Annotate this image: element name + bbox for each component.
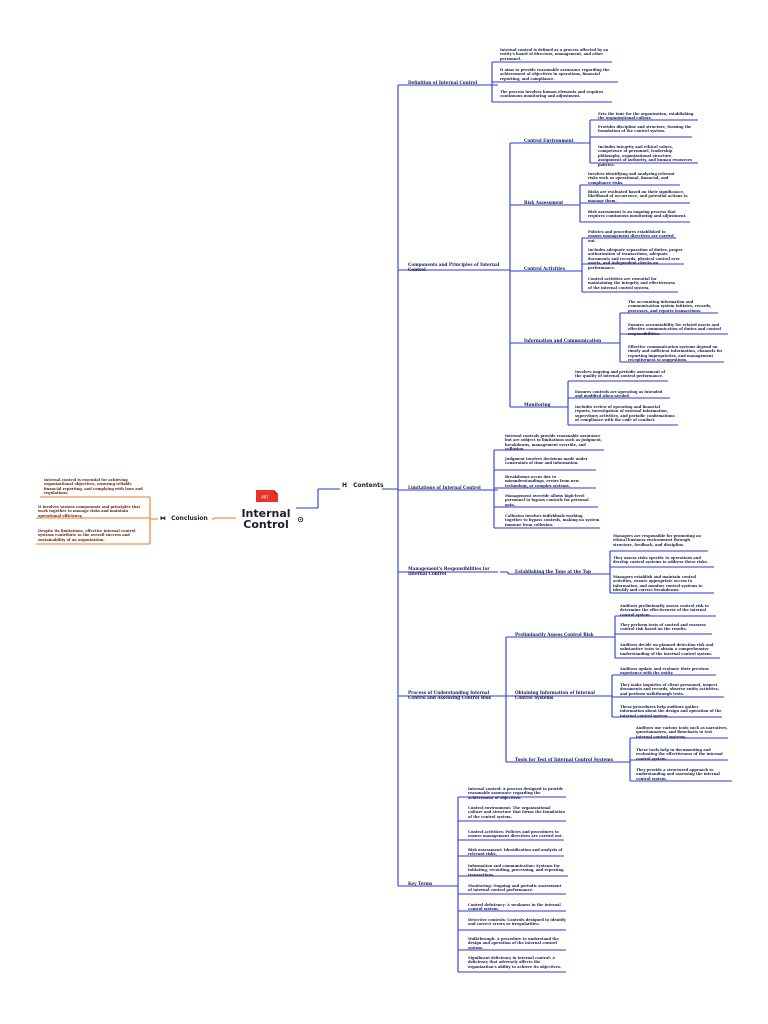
keyterm-item-2[interactable]: Control environment: The organizational … xyxy=(468,806,565,819)
branch-definition[interactable]: Definition of Internal Control xyxy=(408,80,478,85)
branch-management[interactable]: Management's Responsibilities for Intern… xyxy=(408,566,490,576)
limitations-item-3[interactable]: Breakdowns occur due to misunderstanding… xyxy=(505,475,579,488)
obtaining-item-3[interactable]: These procedures help auditors gather in… xyxy=(620,705,722,718)
link-tools xyxy=(626,737,732,782)
root-title-line1: Internal xyxy=(241,507,291,520)
root-title-line2: Control xyxy=(243,518,289,531)
tools-item-1[interactable]: Auditors use various tools such as narra… xyxy=(636,726,728,739)
link-process xyxy=(498,636,626,763)
branch-keyterms[interactable]: Key Terms xyxy=(408,881,433,886)
activities-item-2[interactable]: Includes adequate separation of duties, … xyxy=(588,248,683,270)
limitations-item-2[interactable]: Judgment involves decisions made under c… xyxy=(505,457,588,466)
branch-limitations[interactable]: Limitations of Internal Control xyxy=(408,485,481,490)
limitations-item-5[interactable]: Collusion involves individuals working t… xyxy=(505,514,600,527)
root-topic[interactable]: Internal Control xyxy=(236,508,296,530)
ppt-tag-text: PPT xyxy=(261,495,269,500)
link-tone xyxy=(606,550,714,594)
sub-tools-test[interactable]: Tools for Test of Internal Control Syste… xyxy=(515,757,613,762)
branch-components[interactable]: Components and Principles of Internal Co… xyxy=(408,262,500,272)
environment-item-1[interactable]: Sets the tone for the organization, esta… xyxy=(598,112,694,121)
sub-tone-at-top[interactable]: Establishing the Tone at the Top xyxy=(515,569,591,574)
keyterm-item-3[interactable]: Control activities: Policies and procedu… xyxy=(468,830,563,839)
link-risk xyxy=(572,184,690,223)
heading-icon: ⧓ xyxy=(160,515,166,522)
monitoring-item-2[interactable]: Ensures controls are operating as intend… xyxy=(575,390,663,399)
link-preliminary xyxy=(610,615,720,659)
contents-node[interactable]: H Contents xyxy=(342,482,384,489)
sub-information-communication[interactable]: Information and Communication xyxy=(524,338,602,343)
link-components xyxy=(500,142,612,408)
keyterm-item-5[interactable]: Information and communication: Systems f… xyxy=(468,864,564,877)
link-keyterms xyxy=(450,796,568,973)
environment-item-2[interactable]: Provides discipline and structure, formi… xyxy=(598,125,692,134)
conclusion-item-1[interactable]: Internal control is essential for achiev… xyxy=(44,478,143,496)
sub-control-activities[interactable]: Control Activities xyxy=(524,266,566,271)
conclusion-node[interactable]: ⧓ Conclusion xyxy=(160,515,208,522)
link-activities xyxy=(574,237,684,293)
sub-obtaining-information[interactable]: Obtaining Information of Internal Contro… xyxy=(515,690,595,700)
branch-process[interactable]: Process of Understanding Internal Contro… xyxy=(408,690,492,700)
keyterm-item-6[interactable]: Monitoring: Ongoing and periodic assessm… xyxy=(468,884,562,893)
activities-item-1[interactable]: Policies and procedures established to e… xyxy=(588,230,674,243)
attachment-icon[interactable] xyxy=(297,516,304,523)
keyterm-item-9[interactable]: Walkthrough: A procedure to understand t… xyxy=(468,937,559,950)
information-item-3[interactable]: Effective communication systems depend o… xyxy=(628,345,723,363)
tools-item-3[interactable]: They provide a structured approach to un… xyxy=(636,768,720,781)
information-item-2[interactable]: Ensures accountability for related asset… xyxy=(628,323,722,336)
link-conclusion xyxy=(36,496,158,545)
environment-item-3[interactable]: Includes integrity and ethical values, c… xyxy=(598,145,692,167)
sub-risk-assessment[interactable]: Risk Assessment xyxy=(524,200,564,205)
preliminary-item-1[interactable]: Auditors preliminarily assess control ri… xyxy=(620,604,709,617)
preliminary-item-3[interactable]: Auditors decide on planned detection ris… xyxy=(620,643,714,656)
link-definition xyxy=(484,61,618,103)
conclusion-label: Conclusion xyxy=(171,515,208,522)
link-limitations xyxy=(484,449,604,529)
heading-icon: H xyxy=(342,482,348,489)
monitoring-item-3[interactable]: Includes review of operating and financi… xyxy=(575,405,675,423)
definition-item-1[interactable]: Internal control is defined as a process… xyxy=(500,48,609,61)
tone-item-2[interactable]: They assess risks specific to operations… xyxy=(613,556,708,565)
keyterm-item-1[interactable]: Internal control: A process designed to … xyxy=(468,787,564,800)
preliminary-item-2[interactable]: They perform tests of control and reasse… xyxy=(620,623,706,632)
keyterm-item-4[interactable]: Risk assessment: Identification and anal… xyxy=(468,848,563,857)
obtaining-item-2[interactable]: They make inquiries of client personnel,… xyxy=(620,683,719,696)
link-information xyxy=(612,312,728,363)
risk-item-1[interactable]: Involves identifying and analyzing relev… xyxy=(588,172,675,185)
link-root-conclusion xyxy=(212,517,236,520)
sub-monitoring[interactable]: Monitoring xyxy=(524,402,551,407)
activities-item-3[interactable]: Control activities are essential for mai… xyxy=(588,277,676,290)
link-environment xyxy=(582,119,698,164)
link-obtaining xyxy=(605,674,724,718)
link-monitoring xyxy=(560,380,678,426)
limitations-item-1[interactable]: Internal controls provide reasonable ass… xyxy=(505,434,602,452)
link-root-contents xyxy=(296,488,340,509)
monitoring-item-1[interactable]: Involves ongoing and periodic assessment… xyxy=(575,370,666,379)
information-item-1[interactable]: The accounting information and communica… xyxy=(628,300,712,313)
risk-item-2[interactable]: Risks are evaluated based on their signi… xyxy=(588,190,688,203)
tone-item-3[interactable]: Managers establish and maintain control … xyxy=(613,575,703,593)
conclusion-item-3[interactable]: Despite its limitations, effective inter… xyxy=(38,529,136,542)
definition-item-2[interactable]: It aims to provide reasonable assurance … xyxy=(500,68,610,81)
risk-item-3[interactable]: Risk assessment is an ongoing process th… xyxy=(588,210,687,219)
tone-item-1[interactable]: Managers are responsible for promoting a… xyxy=(613,534,701,547)
definition-item-3[interactable]: The process involves human elements and … xyxy=(500,90,604,99)
sub-control-environment[interactable]: Control Environment xyxy=(524,138,574,143)
obtaining-item-1[interactable]: Auditors update and evaluate their previ… xyxy=(620,667,709,676)
sub-preliminary-assess[interactable]: Preliminarily Assess Control Risk xyxy=(515,632,594,637)
contents-label: Contents xyxy=(353,482,384,489)
keyterm-item-7[interactable]: Control deficiency: A weakness in the in… xyxy=(468,903,561,912)
tools-item-2[interactable]: These tools help in documenting and eval… xyxy=(636,748,723,761)
keyterm-item-10[interactable]: Significant deficiency in internal contr… xyxy=(468,956,562,969)
limitations-item-4[interactable]: Management override allows high-level pe… xyxy=(505,494,589,507)
ppt-file-icon: PPT xyxy=(256,490,278,502)
keyterm-item-8[interactable]: Detective controls: Controls designed to… xyxy=(468,918,566,927)
link-contents-branches xyxy=(382,84,506,887)
link-management xyxy=(500,571,610,575)
conclusion-item-2[interactable]: It involves various components and princ… xyxy=(38,505,141,518)
